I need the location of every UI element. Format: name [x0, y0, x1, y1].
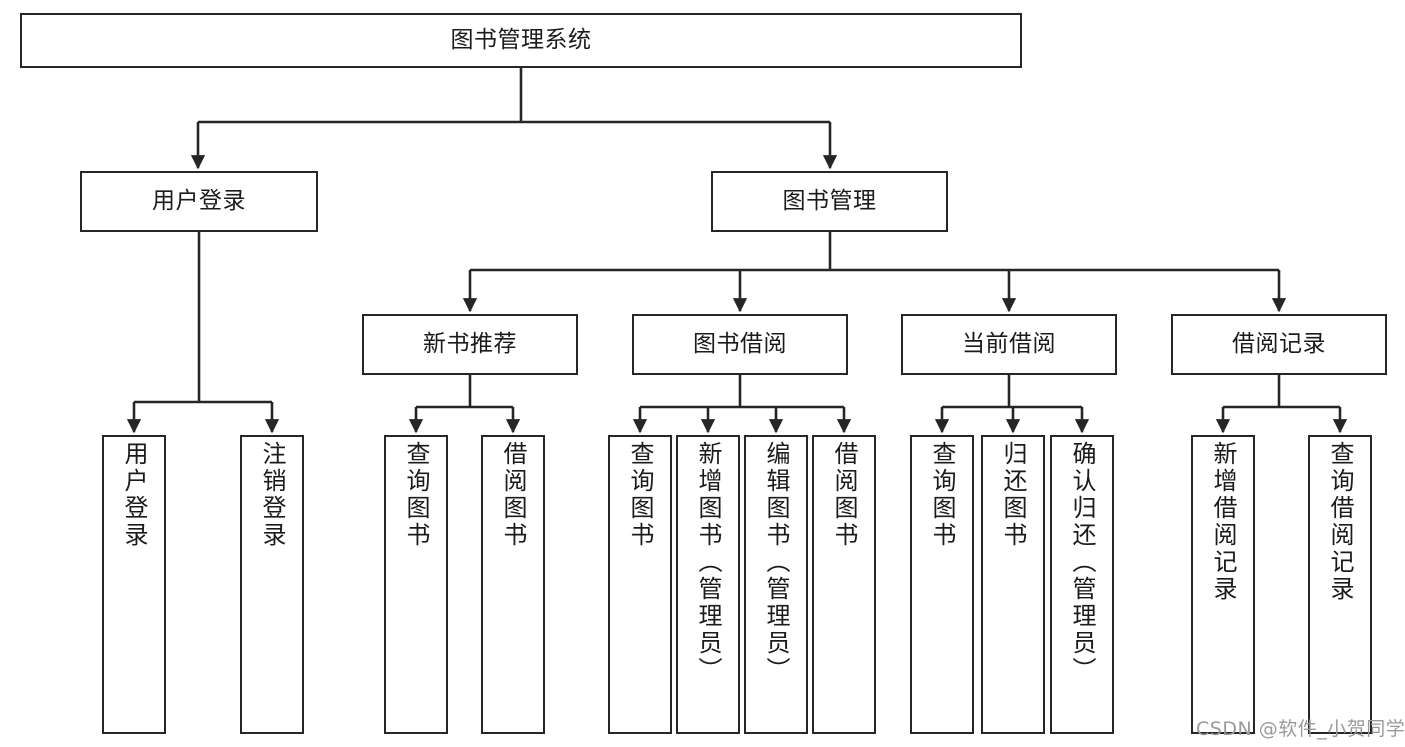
- node-label-leaf-borrow-book-2: 借阅图书: [830, 441, 858, 549]
- node-user-login[interactable]: 用户登录: [80, 171, 318, 232]
- node-label-leaf-add-book: 新增图书（管理员）: [694, 441, 722, 684]
- node-label-leaf-borrow-book-1: 借阅图书: [499, 441, 527, 549]
- node-leaf-borrow-book-2[interactable]: 借阅图书: [812, 435, 876, 734]
- csdn-watermark: CSDN @软件_小贺同学: [1196, 718, 1405, 740]
- node-leaf-borrow-book-1[interactable]: 借阅图书: [481, 435, 545, 734]
- node-book-borrow[interactable]: 图书借阅: [632, 314, 848, 375]
- node-label-leaf-confirm-return: 确认归还（管理员）: [1068, 441, 1096, 684]
- node-new-book-recommend[interactable]: 新书推荐: [362, 314, 578, 375]
- node-leaf-query-record[interactable]: 查询借阅记录: [1308, 435, 1372, 734]
- node-leaf-logout[interactable]: 注销登录: [240, 435, 304, 734]
- node-leaf-user-login[interactable]: 用户登录: [102, 435, 166, 734]
- node-leaf-add-book[interactable]: 新增图书（管理员）: [676, 435, 740, 734]
- node-label-leaf-edit-book: 编辑图书（管理员）: [762, 441, 790, 684]
- node-leaf-return-book[interactable]: 归还图书: [981, 435, 1045, 734]
- node-label-root: 图书管理系统: [450, 26, 592, 53]
- node-label-current-borrow: 当前借阅: [962, 330, 1056, 357]
- node-label-leaf-return-book: 归还图书: [999, 441, 1027, 549]
- node-leaf-add-record[interactable]: 新增借阅记录: [1191, 435, 1255, 734]
- node-leaf-edit-book[interactable]: 编辑图书（管理员）: [744, 435, 808, 734]
- node-label-leaf-query-record: 查询借阅记录: [1326, 441, 1354, 603]
- node-leaf-query-book-3[interactable]: 查询图书: [910, 435, 974, 734]
- node-current-borrow[interactable]: 当前借阅: [901, 314, 1117, 375]
- node-label-leaf-query-book-2: 查询图书: [626, 441, 654, 549]
- node-label-leaf-user-login: 用户登录: [120, 441, 148, 549]
- node-label-user-login: 用户登录: [152, 187, 246, 214]
- node-borrow-record[interactable]: 借阅记录: [1171, 314, 1387, 375]
- node-book-management[interactable]: 图书管理: [711, 171, 948, 232]
- node-leaf-query-book-1[interactable]: 查询图书: [384, 435, 448, 734]
- node-label-leaf-query-book-3: 查询图书: [928, 441, 956, 549]
- node-label-book-management: 图书管理: [782, 187, 877, 214]
- node-leaf-query-book-2[interactable]: 查询图书: [608, 435, 672, 734]
- node-label-leaf-add-record: 新增借阅记录: [1209, 441, 1237, 603]
- node-leaf-confirm-return[interactable]: 确认归还（管理员）: [1050, 435, 1114, 734]
- node-label-leaf-logout: 注销登录: [258, 441, 286, 549]
- node-label-new-book-recommend: 新书推荐: [423, 330, 517, 357]
- node-label-leaf-query-book-1: 查询图书: [402, 441, 430, 549]
- node-label-borrow-record: 借阅记录: [1232, 330, 1326, 357]
- node-label-book-borrow: 图书借阅: [693, 330, 787, 357]
- node-root[interactable]: 图书管理系统: [20, 13, 1022, 68]
